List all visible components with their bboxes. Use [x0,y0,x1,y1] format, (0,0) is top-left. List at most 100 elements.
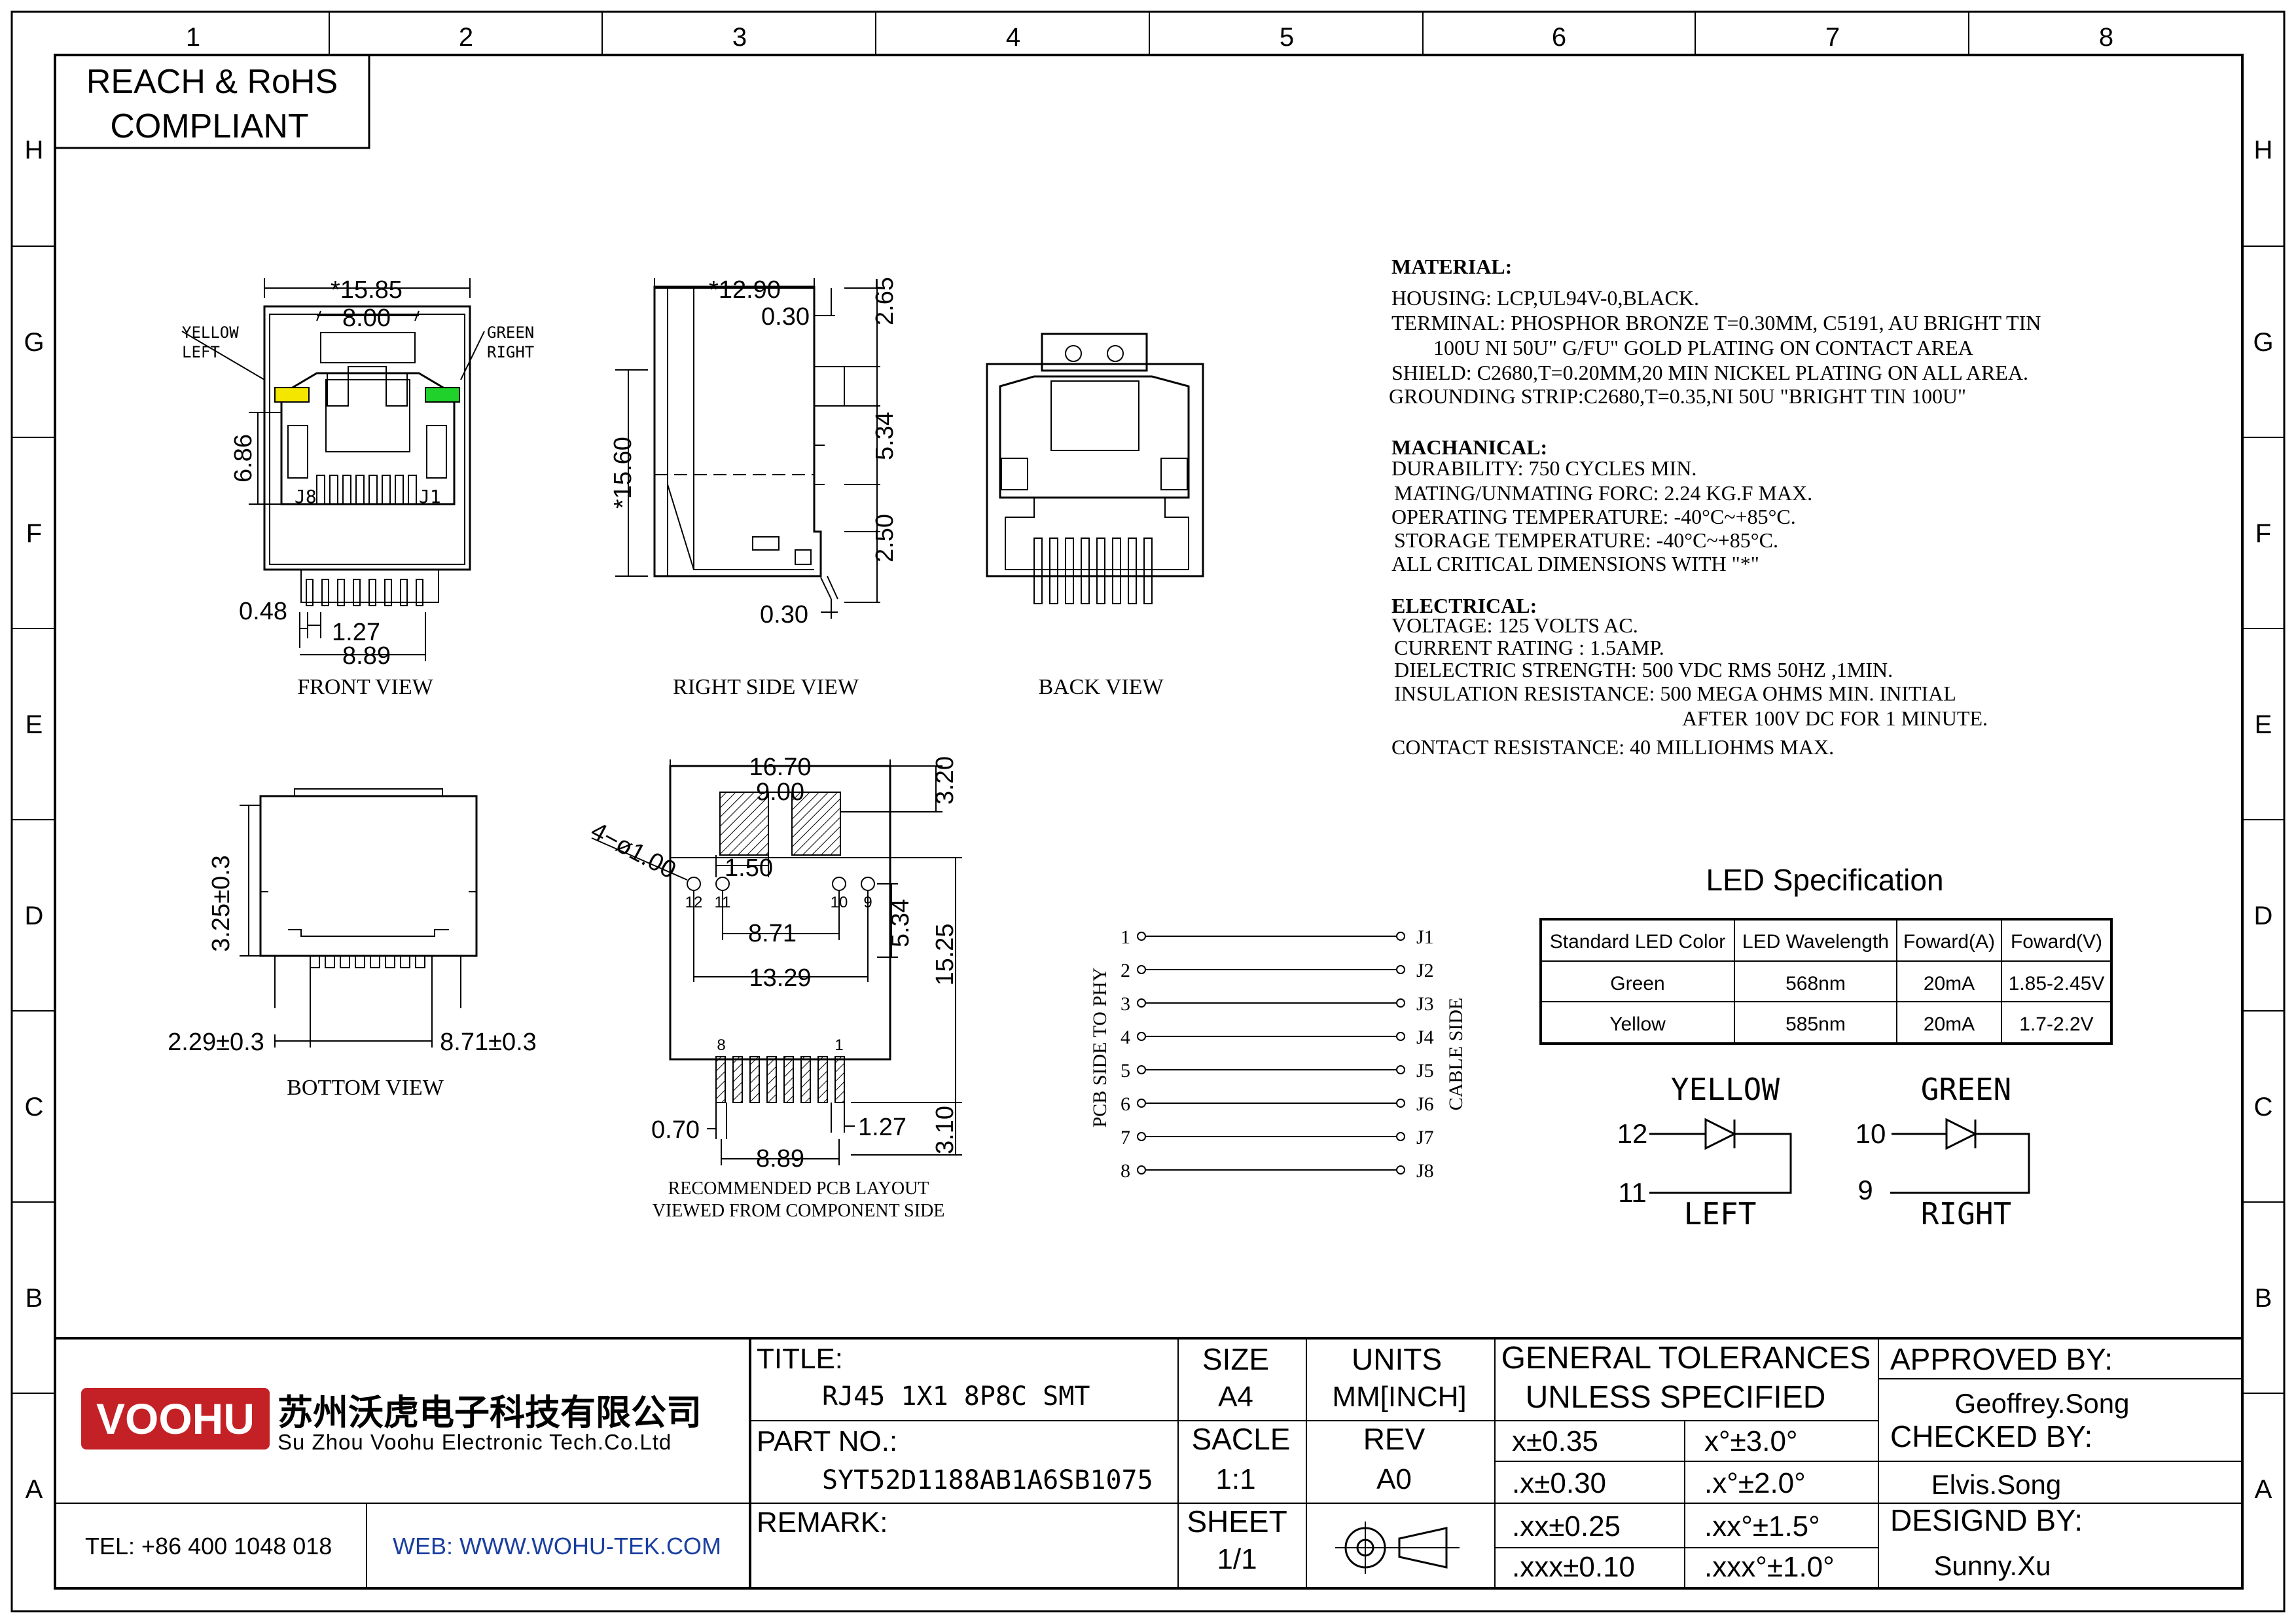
zone-col-label: 8 [2099,23,2113,52]
zone-row-label: A [26,1475,43,1504]
front-view: J8 J1 *15.85 8.00 6.86 YELLOW LEFT GREEN… [181,276,534,699]
pcb-pad [749,1056,760,1103]
checked-value: Elvis.Song [1931,1469,2061,1500]
schematic-node [1396,1065,1405,1074]
schematic-node [1137,1132,1146,1141]
tolerance-linear: .xx±0.25 [1512,1510,1621,1542]
zone-row-label: E [2255,710,2272,739]
dim-pcb-bottom: 3.10 [931,1106,959,1154]
size-label: SIZE [1202,1342,1269,1376]
title-label: TITLE: [757,1343,843,1375]
dim-front-pitch: 1.27 [332,619,380,646]
green-led-diode [1890,1118,2030,1194]
back-view: BACK VIEW [986,333,1204,699]
dim-front-height: 6.86 [230,434,257,483]
compliance-line-1: REACH & RoHS [86,63,338,101]
led-left-side: LEFT [182,343,220,361]
pin [1065,538,1074,604]
led-circuits: YELLOW 12 11 LEFT GREEN 10 9 RIGHT [1617,1072,2030,1231]
dim-side-a: 0.30 [761,303,810,331]
schematic-right-pin: J1 [1416,926,1434,948]
dim-pcb-gap: 1.50 [725,854,773,882]
tolerance-linear: x±0.35 [1512,1425,1598,1457]
web: WEB: WWW.WOHU-TEK.COM [393,1533,721,1559]
dim-pcb-889: 8.89 [756,1145,804,1173]
company-logo-text: VOOHU [96,1395,255,1443]
dim-pcb-width: 16.70 [749,754,811,781]
dim-side-e: 0.30 [760,601,808,629]
zone-col-label: 2 [459,23,473,52]
title-block: VOOHU 苏州沃虎电子科技有限公司 Su Zhou Voohu Electro… [55,1337,2242,1588]
schematic-right-pin: J6 [1416,1093,1434,1115]
led-right-color: GREEN [487,323,534,342]
led-table-header: Foward(A) [1903,931,1995,953]
back-view-label: BACK VIEW [1038,675,1164,699]
dim-bottom-left: 2.29±0.3 [168,1029,264,1056]
compliance-line-2: COMPLIANT [110,107,308,145]
pcb-pad [732,1056,743,1103]
dim-pcb-top: 3.20 [931,756,959,805]
mechanical-line-4: STORAGE TEMPERATURE: -40°C~+85°C. [1394,528,1778,552]
led-table-header: Foward(V) [2011,931,2102,953]
company-logo [81,1388,270,1450]
dim-pcb-holes: 4−ø1.00 [586,817,681,884]
green-led [425,387,460,403]
pin-j1-label: J1 [419,486,441,507]
electrical-line-1: VOLTAGE: 125 VOLTS AC. [1391,613,1638,637]
contact [316,475,325,505]
pin [355,955,365,968]
schematic-node [1137,1032,1146,1041]
tolerance-angular: x°±3.0° [1704,1425,1798,1457]
yellow-led [274,387,310,403]
led-table-cell: 1.7-2.2V [2019,1013,2093,1035]
schematic-left-pin: 1 [1121,926,1130,948]
dim-side-b: 2.65 [871,277,899,325]
pin [1033,538,1043,604]
schematic-right-pin: J5 [1416,1060,1434,1082]
led-spec-title: LED Specification [1706,863,1943,897]
zone-row-label: B [26,1284,43,1313]
scale-value: 1:1 [1215,1463,1255,1495]
dim-pcb-070: 0.70 [651,1116,700,1144]
zone-row-label: C [25,1093,44,1122]
right-side-view: *12.90 0.30 2.65 5.34 2.50 *15.60 0.30 R… [609,276,899,699]
units-label: UNITS [1352,1342,1442,1376]
electrical-line-3: DIELECTRIC STRENGTH: 500 VDC RMS 50HZ ,1… [1394,658,1893,682]
tolerance-linear: .xxx±0.10 [1512,1551,1635,1583]
rev-label: REV [1363,1422,1426,1456]
sheet-value: 1/1 [1217,1543,1257,1575]
dim-side-height: *15.60 [609,437,637,509]
bottom-view-label: BOTTOM VIEW [287,1076,444,1100]
tel: TEL: +86 400 1048 018 [85,1533,332,1559]
contact [382,475,391,505]
zone-col-label: 5 [1280,23,1294,52]
mechanical-title: MACHANICAL: [1391,435,1547,459]
green-circuit-title: GREEN [1921,1072,2011,1107]
pcb-pad [834,1056,845,1103]
zone-col-label: 6 [1552,23,1566,52]
led-table-cell: 20mA [1924,973,1975,994]
size-value: A4 [1218,1381,1253,1413]
yellow-cathode-pin: 11 [1618,1177,1647,1208]
schematic-left-pin: 5 [1121,1060,1130,1082]
green-side-label: RIGHT [1921,1196,2011,1231]
part-label: PART NO.: [757,1425,897,1457]
checked-label: CHECKED BY: [1890,1419,2092,1453]
led-table-header: LED Wavelength [1742,931,1889,953]
pcb-layout-label-1: RECOMMENDED PCB LAYOUT [668,1178,929,1199]
zone-row-label: F [26,519,42,548]
scale-label: SACLE [1192,1422,1291,1456]
zone-col-label: 4 [1006,23,1020,52]
pin [416,579,423,606]
schematic-node [1396,1132,1405,1141]
electrical-line-4: INSULATION RESISTANCE: 500 MEGA OHMS MIN… [1394,682,1956,705]
schematic-left-pin: 3 [1121,993,1130,1015]
contact [395,475,404,505]
tolerance-angular: .xxx°±1.0° [1704,1551,1835,1583]
yellow-led-diode [1649,1118,1792,1194]
designed-value: Sunny.Xu [1933,1550,2051,1581]
pin [385,955,395,968]
